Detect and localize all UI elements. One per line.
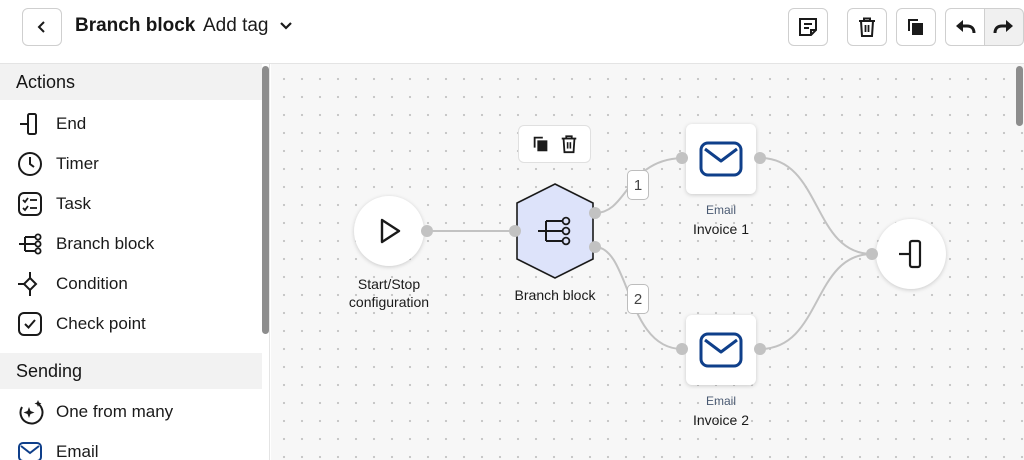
start-node-label: Start/Stop configuration [329, 275, 449, 311]
palette-item-label: End [56, 114, 87, 133]
invoice-1-output-port[interactable] [754, 152, 766, 164]
branch-node-input-port[interactable] [509, 225, 521, 237]
back-button[interactable] [22, 8, 62, 46]
section-sending-header: Sending [0, 353, 262, 389]
palette-item-branch-block[interactable]: Branch block [0, 224, 262, 264]
email-node-type-label: Email [705, 203, 736, 217]
section-actions-header: Actions [0, 64, 262, 100]
trash-icon [859, 17, 875, 37]
play-icon [380, 218, 401, 244]
top-toolbar: Branch block Add tag [0, 0, 1024, 64]
notes-icon [799, 18, 817, 36]
undo-icon [956, 20, 976, 34]
start-node[interactable] [354, 196, 424, 266]
branch-badge-1: 1 [627, 170, 649, 200]
end-node-input-port[interactable] [866, 248, 878, 260]
palette-item-one-from-many[interactable]: One from many [0, 392, 262, 432]
invoice-2-input-port[interactable] [676, 343, 688, 355]
email-node-name: Invoice 2 [692, 412, 750, 428]
palette-item-condition[interactable]: Condition [0, 264, 262, 304]
trash-icon[interactable] [559, 134, 579, 154]
undo-button[interactable] [945, 8, 985, 46]
branch-node-output-port-2[interactable] [589, 241, 601, 253]
end-icon [899, 239, 922, 269]
branch-icon [15, 229, 45, 259]
palette-item-label: Check point [56, 314, 146, 333]
email-icon [699, 141, 743, 177]
invoice-1-input-port[interactable] [676, 152, 688, 164]
chevron-down-icon [279, 22, 292, 30]
sidebar-scrollbar[interactable] [262, 66, 269, 334]
palette-item-label: One from many [56, 402, 174, 421]
end-node[interactable] [876, 219, 946, 289]
branch-badge-2: 2 [627, 284, 649, 314]
branch-icon [538, 216, 571, 246]
task-icon [15, 189, 45, 219]
email-node-invoice-2[interactable] [686, 315, 756, 385]
palette-item-label: Branch block [56, 234, 155, 253]
sparkle-icon [15, 397, 45, 427]
branch-node-label: Branch block [514, 287, 596, 303]
email-node-invoice-1[interactable] [686, 124, 756, 194]
page-title: Branch block [75, 15, 196, 36]
palette-item-label: Timer [56, 154, 99, 173]
checkpoint-icon [15, 309, 45, 339]
email-icon [15, 437, 45, 460]
branch-node-output-port-1[interactable] [589, 207, 601, 219]
start-node-label-line2: configuration [348, 294, 430, 310]
palette-item-label: Email [56, 442, 99, 460]
branch-node[interactable] [511, 181, 599, 281]
palette-item-timer[interactable]: Timer [0, 144, 262, 184]
palette-item-check-point[interactable]: Check point [0, 304, 262, 344]
timer-icon [15, 149, 45, 179]
notes-button[interactable] [788, 8, 828, 46]
end-icon [15, 109, 45, 139]
redo-icon [993, 20, 1013, 34]
condition-icon [15, 269, 45, 299]
start-node-output-port[interactable] [421, 225, 433, 237]
copy-button[interactable] [896, 8, 936, 46]
email-icon [699, 332, 743, 368]
add-tag-dropdown[interactable]: Add tag [203, 15, 293, 37]
branch-node-toolbar [518, 125, 591, 163]
email-node-name: Invoice 1 [692, 221, 750, 237]
delete-button[interactable] [847, 8, 887, 46]
copy-icon[interactable] [531, 134, 551, 154]
start-node-label-line1: Start/Stop [357, 276, 421, 292]
invoice-2-output-port[interactable] [754, 343, 766, 355]
palette-item-task[interactable]: Task [0, 184, 262, 224]
add-tag-label: Add tag [203, 15, 269, 36]
actions-palette: Actions End Timer Task Branch block Cond… [0, 64, 270, 460]
palette-item-label: Condition [56, 274, 128, 293]
email-node-type-label: Email [705, 394, 736, 408]
canvas-scrollbar[interactable] [1016, 66, 1023, 126]
copy-icon [908, 19, 923, 35]
palette-item-email[interactable]: Email [0, 432, 262, 460]
chevron-left-icon [37, 21, 45, 33]
palette-item-label: Task [56, 194, 91, 213]
redo-button[interactable] [984, 8, 1024, 46]
palette-item-end[interactable]: End [0, 104, 262, 144]
